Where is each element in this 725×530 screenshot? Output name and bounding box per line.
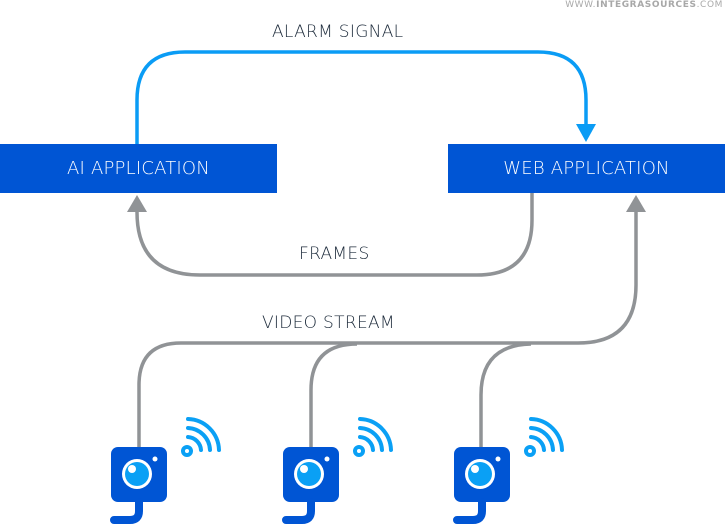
- ai-application-label: AI APPLICATION: [67, 158, 210, 179]
- frames-line: [135, 193, 534, 277]
- video-stream-line-camera-1: [137, 212, 638, 448]
- wifi-camera-icon: [282, 417, 393, 524]
- video-stream-line-camera-2: [309, 342, 358, 448]
- watermark-suffix: .COM: [696, 0, 723, 10]
- alarm-signal-label: ALARM SIGNAL: [272, 22, 404, 42]
- alarm-signal-arrowhead: [576, 124, 596, 142]
- frames-label: FRAMES: [299, 244, 370, 264]
- watermark-prefix: WWW.: [565, 0, 597, 10]
- video-stream-label: VIDEO STREAM: [262, 313, 395, 333]
- video-stream-arrowhead: [626, 195, 646, 212]
- watermark-brand: INTEGRASOURCES: [596, 0, 697, 10]
- watermark: WWW.INTEGRASOURCES.COM: [565, 0, 723, 10]
- web-application-label: WEB APPLICATION: [503, 158, 670, 179]
- web-application-node: WEB APPLICATION: [448, 144, 725, 193]
- frames-arrowhead: [127, 195, 147, 212]
- ai-application-node: AI APPLICATION: [0, 144, 277, 193]
- video-stream-line-camera-3: [479, 342, 532, 448]
- alarm-signal-line: [135, 50, 588, 144]
- wifi-camera-icon: [453, 417, 564, 524]
- wifi-camera-icon: [110, 417, 221, 524]
